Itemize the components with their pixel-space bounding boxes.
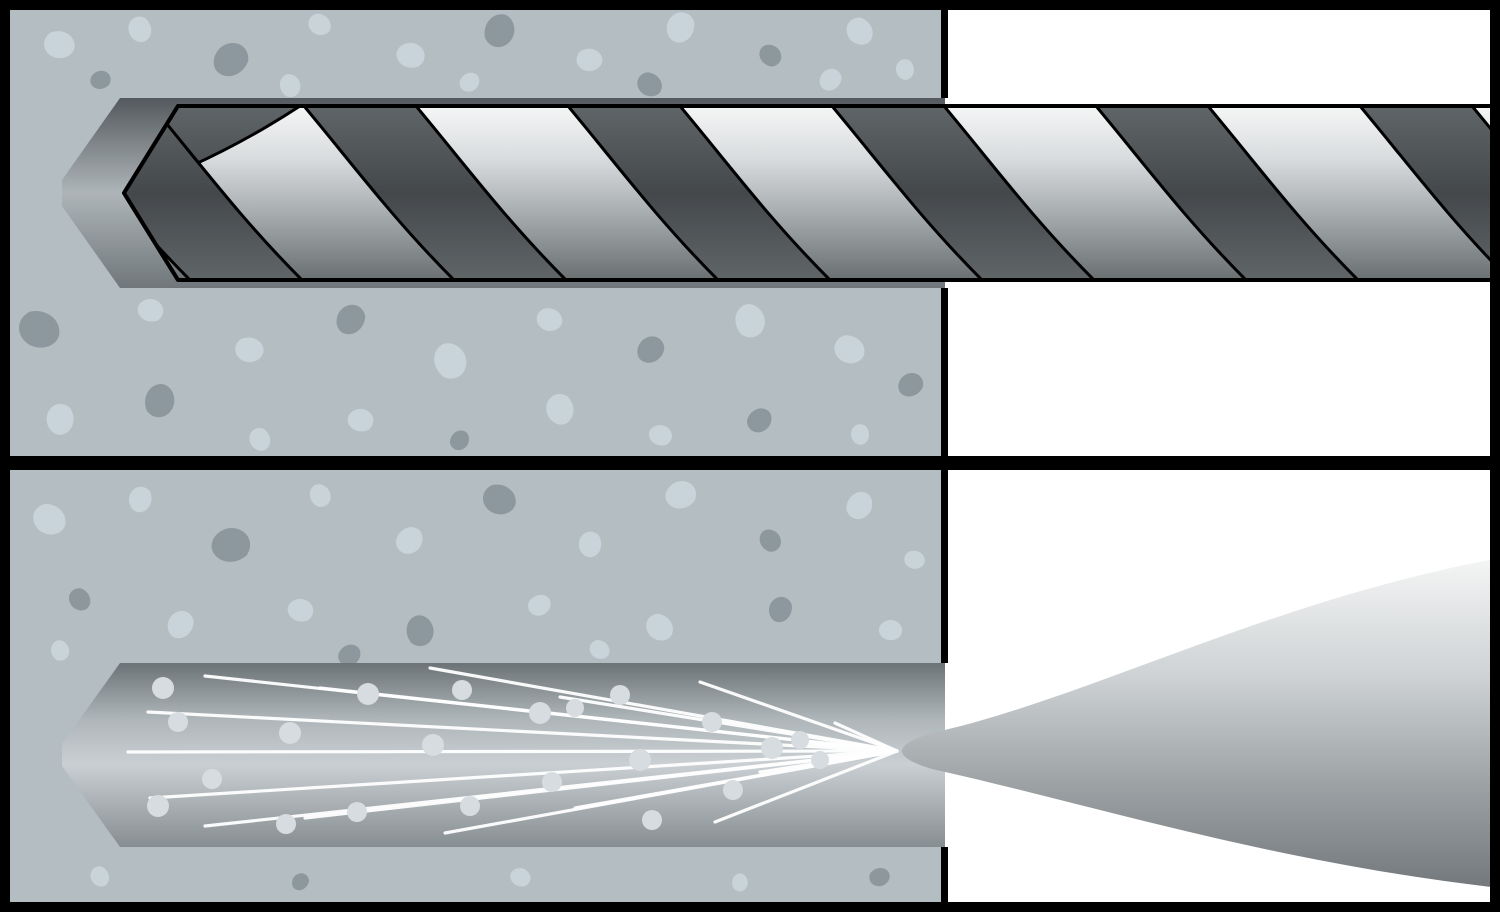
air-line [698,680,899,753]
dust-particle [279,722,301,744]
dust-particle [542,772,562,792]
air-line [833,721,899,753]
dust-particle [723,780,743,800]
dust-particle [702,712,722,732]
concrete-surface-line-bottom-lower [941,847,948,902]
drill-bit-flute [828,106,1098,280]
air-line [793,740,899,753]
panel-top-drilling [10,10,1490,456]
dust-particle [460,796,480,816]
concrete-surface-line-bottom-upper [941,470,948,663]
border-right [1490,0,1500,912]
dust-particle [357,683,379,705]
dust-particle [642,810,662,830]
dust-particle [168,712,188,732]
border-left [0,0,10,912]
air-line [713,749,899,824]
blow-out-nozzle [902,559,1490,887]
dust-particle [276,814,296,834]
dust-particle [529,702,551,724]
panel-divider [0,456,1500,470]
dust-particle [452,680,472,700]
drill-bit-flute [300,106,570,280]
drill-bit-flute [124,106,306,280]
dust-particle [791,731,809,749]
panel-bottom-blowout [10,470,1490,902]
air-line [303,749,899,820]
drill-bit-flute [1092,106,1362,280]
dust-particle [811,751,829,769]
drill-bit-outline [122,104,1490,282]
dust-particle [566,699,584,717]
border-bottom [0,902,1500,912]
concrete-surface-line-top-upper [941,10,948,98]
drill-bit-flute [1356,106,1490,280]
drilled-hole-bottom [62,663,945,847]
dust-particle [761,737,783,759]
drill-bit-flutes [124,106,1490,280]
dust-particle [629,749,651,771]
dust-particle [347,802,367,822]
dust-particles [147,677,829,834]
dust-particle [147,795,169,817]
dust-particle [202,769,222,789]
dust-particle [610,685,630,705]
concrete-surface-line-top-lower [941,288,948,456]
border-top [0,0,1500,10]
drill-bit-flute [564,106,834,280]
air-line [558,695,899,753]
dust-particle [152,677,174,699]
drill-bit [122,104,1490,282]
dust-particle [422,734,444,756]
